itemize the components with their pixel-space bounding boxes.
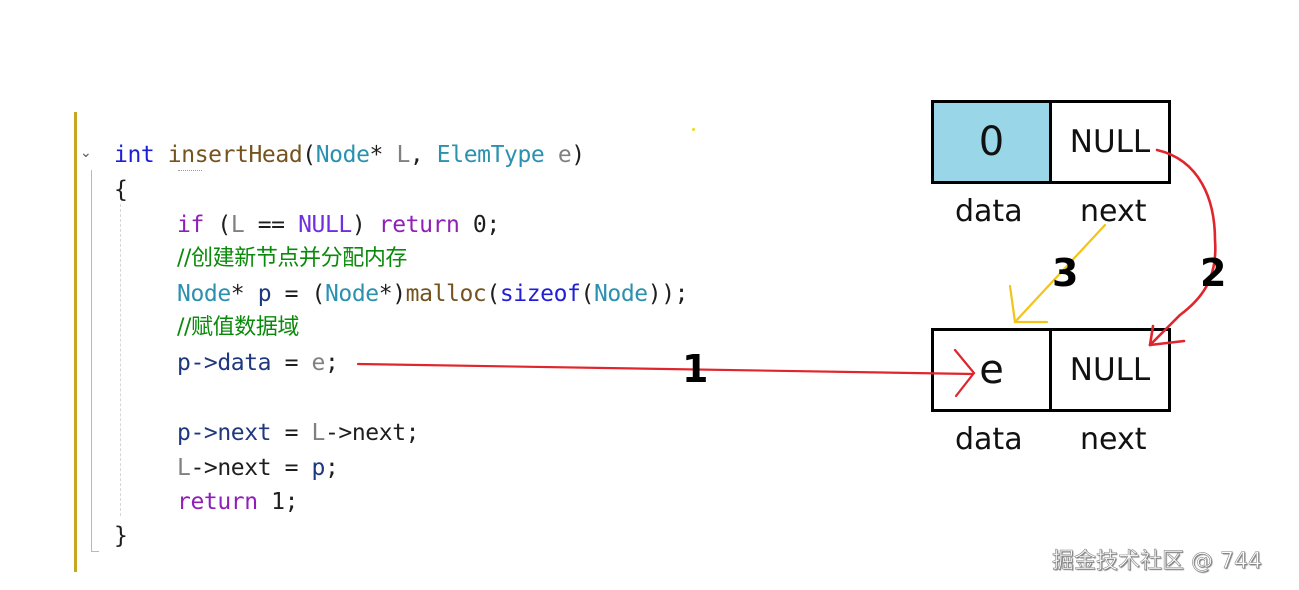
lhs: p->next [177, 420, 272, 446]
stray-dot [692, 128, 695, 131]
pointer-star: *) [378, 281, 406, 307]
head-node-next-cell: NULL [1069, 124, 1151, 160]
paren: ( [311, 281, 326, 307]
variable: L [230, 212, 245, 238]
field: ->next [190, 455, 272, 481]
operator: = [284, 350, 299, 376]
comma: , [409, 142, 424, 168]
code-comment-assign-data: //赋值数据域 [177, 315, 300, 340]
paren: ( [217, 212, 231, 238]
fold-guide-end [91, 551, 99, 552]
new-next-label: next [1080, 422, 1147, 457]
function-name: insertHead [167, 142, 303, 168]
hint-squiggle [178, 170, 202, 171]
new-data-label: data [955, 422, 1023, 457]
param-type: Node [315, 142, 370, 168]
variable: p [311, 455, 326, 481]
code-comment-create-node: //创建新节点并分配内存 [177, 246, 408, 271]
semicolon: ; [284, 489, 299, 515]
number: 0 [472, 212, 487, 238]
semicolon: ; [324, 350, 339, 376]
variable: e [311, 350, 326, 376]
semicolon: ; [324, 455, 339, 481]
field: ->next; [324, 420, 420, 446]
code-line-malloc: Node* p = (Node*)malloc(sizeof(Node)); [114, 279, 688, 309]
change-marker-bar [74, 112, 77, 572]
variable: L [177, 455, 191, 481]
operator: = [284, 420, 299, 446]
operator: == [257, 212, 285, 238]
code-line-open-brace: { [114, 177, 128, 203]
head-node-data-cell: 0 [934, 103, 1052, 181]
head-node: 0 NULL [931, 100, 1171, 184]
new-node-next-cell: NULL [1069, 352, 1151, 388]
code-line-link: L->next = p; [114, 453, 339, 483]
keyword: return [177, 489, 258, 515]
code-line-assign-data: p->data = e; [114, 348, 339, 378]
macro: NULL [298, 212, 352, 238]
type: Node [324, 281, 379, 307]
step-label-1: 1 [682, 347, 709, 391]
fold-guide [91, 170, 92, 552]
semicolon: ; [486, 212, 500, 238]
code-line-signature: int insertHead(Node* L, ElemType e) [114, 140, 585, 170]
pointer-star: * [230, 281, 245, 307]
function-call: malloc [405, 281, 487, 307]
code-line-assign-next: p->next = L->next; [114, 418, 419, 448]
param-name: L [396, 142, 410, 168]
variable: L [311, 420, 326, 446]
param-name: e [557, 142, 572, 168]
head-data-label: data [955, 194, 1023, 229]
paren: ( [302, 142, 316, 168]
watermark: 掘金技术社区 @ 744 [1052, 549, 1263, 575]
new-node: e NULL [931, 328, 1171, 412]
new-node-data-cell: e [934, 331, 1052, 409]
operator: = [284, 281, 299, 307]
step-label-2: 2 [1200, 251, 1227, 295]
paren: ( [580, 281, 595, 307]
step-label-3: 3 [1052, 251, 1079, 295]
pointer-star: * [369, 142, 384, 168]
chevron-down-icon[interactable]: ⌄ [80, 145, 92, 161]
paren: ) [351, 212, 366, 238]
paren: ) [571, 142, 585, 168]
keyword: if [177, 212, 204, 238]
number: 1 [271, 489, 285, 515]
operator: = [284, 455, 299, 481]
code-editor: ⌄ int insertHead(Node* L, ElemType e) { … [74, 112, 695, 572]
lhs: p->data [177, 350, 272, 376]
indent-guide [120, 204, 121, 516]
head-next-label: next [1080, 194, 1147, 229]
variable: p [257, 281, 272, 307]
keyword: return [378, 212, 460, 238]
type: Node [593, 281, 648, 307]
code-line-if: if (L == NULL) return 0; [114, 210, 500, 240]
paren: )); [647, 281, 689, 307]
type: Node [177, 281, 231, 307]
code-line-close-brace: } [114, 523, 128, 549]
keyword: sizeof [499, 281, 581, 307]
code-line-return: return 1; [114, 487, 298, 517]
paren: ( [486, 281, 500, 307]
return-type: int [114, 142, 155, 168]
param-type: ElemType [436, 142, 545, 168]
